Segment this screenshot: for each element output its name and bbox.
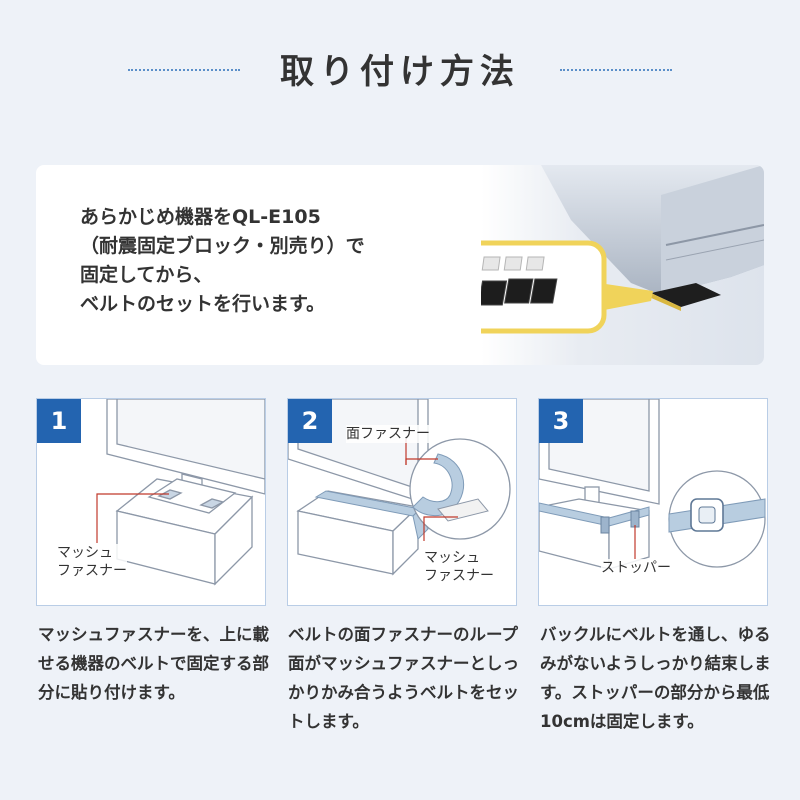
step-2-callout-mushroom: マッシュ ファスナー [424, 549, 494, 585]
title-divider-left [128, 69, 240, 71]
step-3-panel: 3 ストッパー [538, 398, 768, 606]
intro-text: あらかじめ機器をQL-E105 （耐震固定ブロック・別売り）で 固定してから、 … [80, 206, 365, 315]
step-1-panel: 1 マッシュ ファスナー [36, 398, 266, 606]
step-1-badge: 1 [37, 399, 81, 443]
step-2-badge: 2 [288, 399, 332, 443]
step-1-illustration [96, 399, 265, 586]
step-3-callout: ストッパー [601, 559, 671, 577]
title-row: 取り付け方法 [0, 40, 800, 100]
step-2-callout-loop: 面ファスナー [346, 425, 430, 443]
step-1-callout: マッシュ ファスナー [57, 544, 127, 580]
title-divider-right [560, 69, 672, 71]
step-1-description: マッシュファスナーを、上に載せる機器のベルトで固定する部分に貼り付けます。 [38, 625, 269, 702]
step-2-panel: 2 面ファスナー マッシュ ファスナー [287, 398, 517, 606]
intro-panel: あらかじめ機器をQL-E105 （耐震固定ブロック・別売り）で 固定してから、 … [36, 165, 764, 365]
step-3-badge: 3 [539, 399, 583, 443]
device-photo [481, 165, 764, 365]
page-title: 取り付け方法 [280, 52, 520, 92]
step-3-description: バックルにベルトを通し、ゆるみがないようしっかり結束します。ストッパーの部分から… [540, 625, 771, 731]
step-2-description: ベルトの面ファスナーのループ面がマッシュファスナーとしっかりかみ合うようベルトを… [288, 625, 519, 731]
